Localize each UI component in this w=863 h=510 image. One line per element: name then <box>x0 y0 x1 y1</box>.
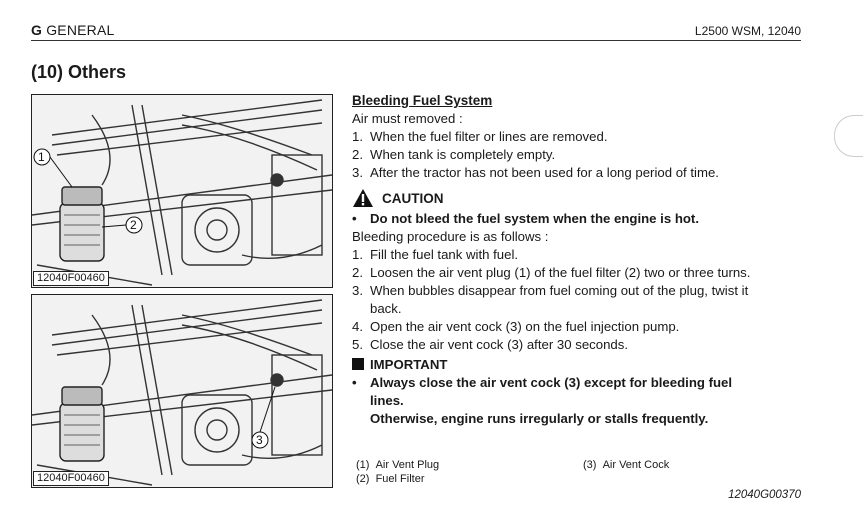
engine-illustration-1: 1 2 <box>32 95 332 287</box>
procedure-intro: Bleeding procedure is as follows : <box>352 229 549 244</box>
section-title: (10) Others <box>31 62 127 82</box>
figure-code: 12040F00460 <box>33 471 109 486</box>
section-name: GENERAL <box>46 22 115 38</box>
callout-1: 1 <box>38 150 45 164</box>
important-text-cont: lines. <box>370 393 404 408</box>
important-text: •Always close the air vent cock (3) exce… <box>352 375 733 390</box>
figure-engine-bottom: 3 12040F00460 <box>31 294 333 488</box>
figure-engine-top: 1 2 12040F00460 <box>31 94 333 288</box>
binding-hole-mark <box>834 115 863 157</box>
engine-illustration-2: 3 <box>32 295 332 487</box>
procedure-text: Bleeding Fuel System Air must removed : … <box>352 92 812 428</box>
section-letter: G <box>31 22 43 38</box>
callout-3: 3 <box>256 433 263 447</box>
step-item: 5.Close the air vent cock (3) after 30 s… <box>352 337 629 352</box>
step-item: 1.Fill the fuel tank with fuel. <box>352 247 519 262</box>
legend-item: (1) Air Vent Plug <box>356 459 440 471</box>
warning-triangle-icon <box>353 189 373 207</box>
step-continuation: back. <box>370 301 402 316</box>
step-item: 2.Loosen the air vent plug (1) of the fu… <box>352 265 751 280</box>
doc-reference: L2500 WSM, 12040 <box>694 24 801 38</box>
caution-heading: CAUTION <box>352 188 812 210</box>
step-item: 3.When bubbles disappear from fuel comin… <box>352 283 749 298</box>
important-heading: IMPORTANT <box>352 356 812 374</box>
procedure-title: Bleeding Fuel System <box>352 93 493 108</box>
legend-item: (3) Air Vent Cock <box>583 459 670 471</box>
important-note: Otherwise, engine runs irregularly or st… <box>370 411 709 426</box>
legend-item: (2) Fuel Filter <box>356 473 425 485</box>
figure-code: 12040F00460 <box>33 271 109 286</box>
condition-item: 2.When tank is completely empty. <box>352 147 556 162</box>
header-rule <box>31 40 801 41</box>
document-code: 12040G00370 <box>728 489 801 501</box>
condition-item: 3.After the tractor has not been used fo… <box>352 165 719 180</box>
important-square-icon <box>352 358 364 370</box>
air-intro: Air must removed : <box>352 111 463 126</box>
step-item: 4.Open the air vent cock (3) on the fuel… <box>352 319 680 334</box>
caution-text: •Do not bleed the fuel system when the e… <box>352 211 699 226</box>
condition-item: 1.When the fuel filter or lines are remo… <box>352 129 608 144</box>
header-section: G GENERAL <box>31 22 115 38</box>
callout-2: 2 <box>130 218 137 232</box>
caution-label: CAUTION <box>382 191 444 206</box>
